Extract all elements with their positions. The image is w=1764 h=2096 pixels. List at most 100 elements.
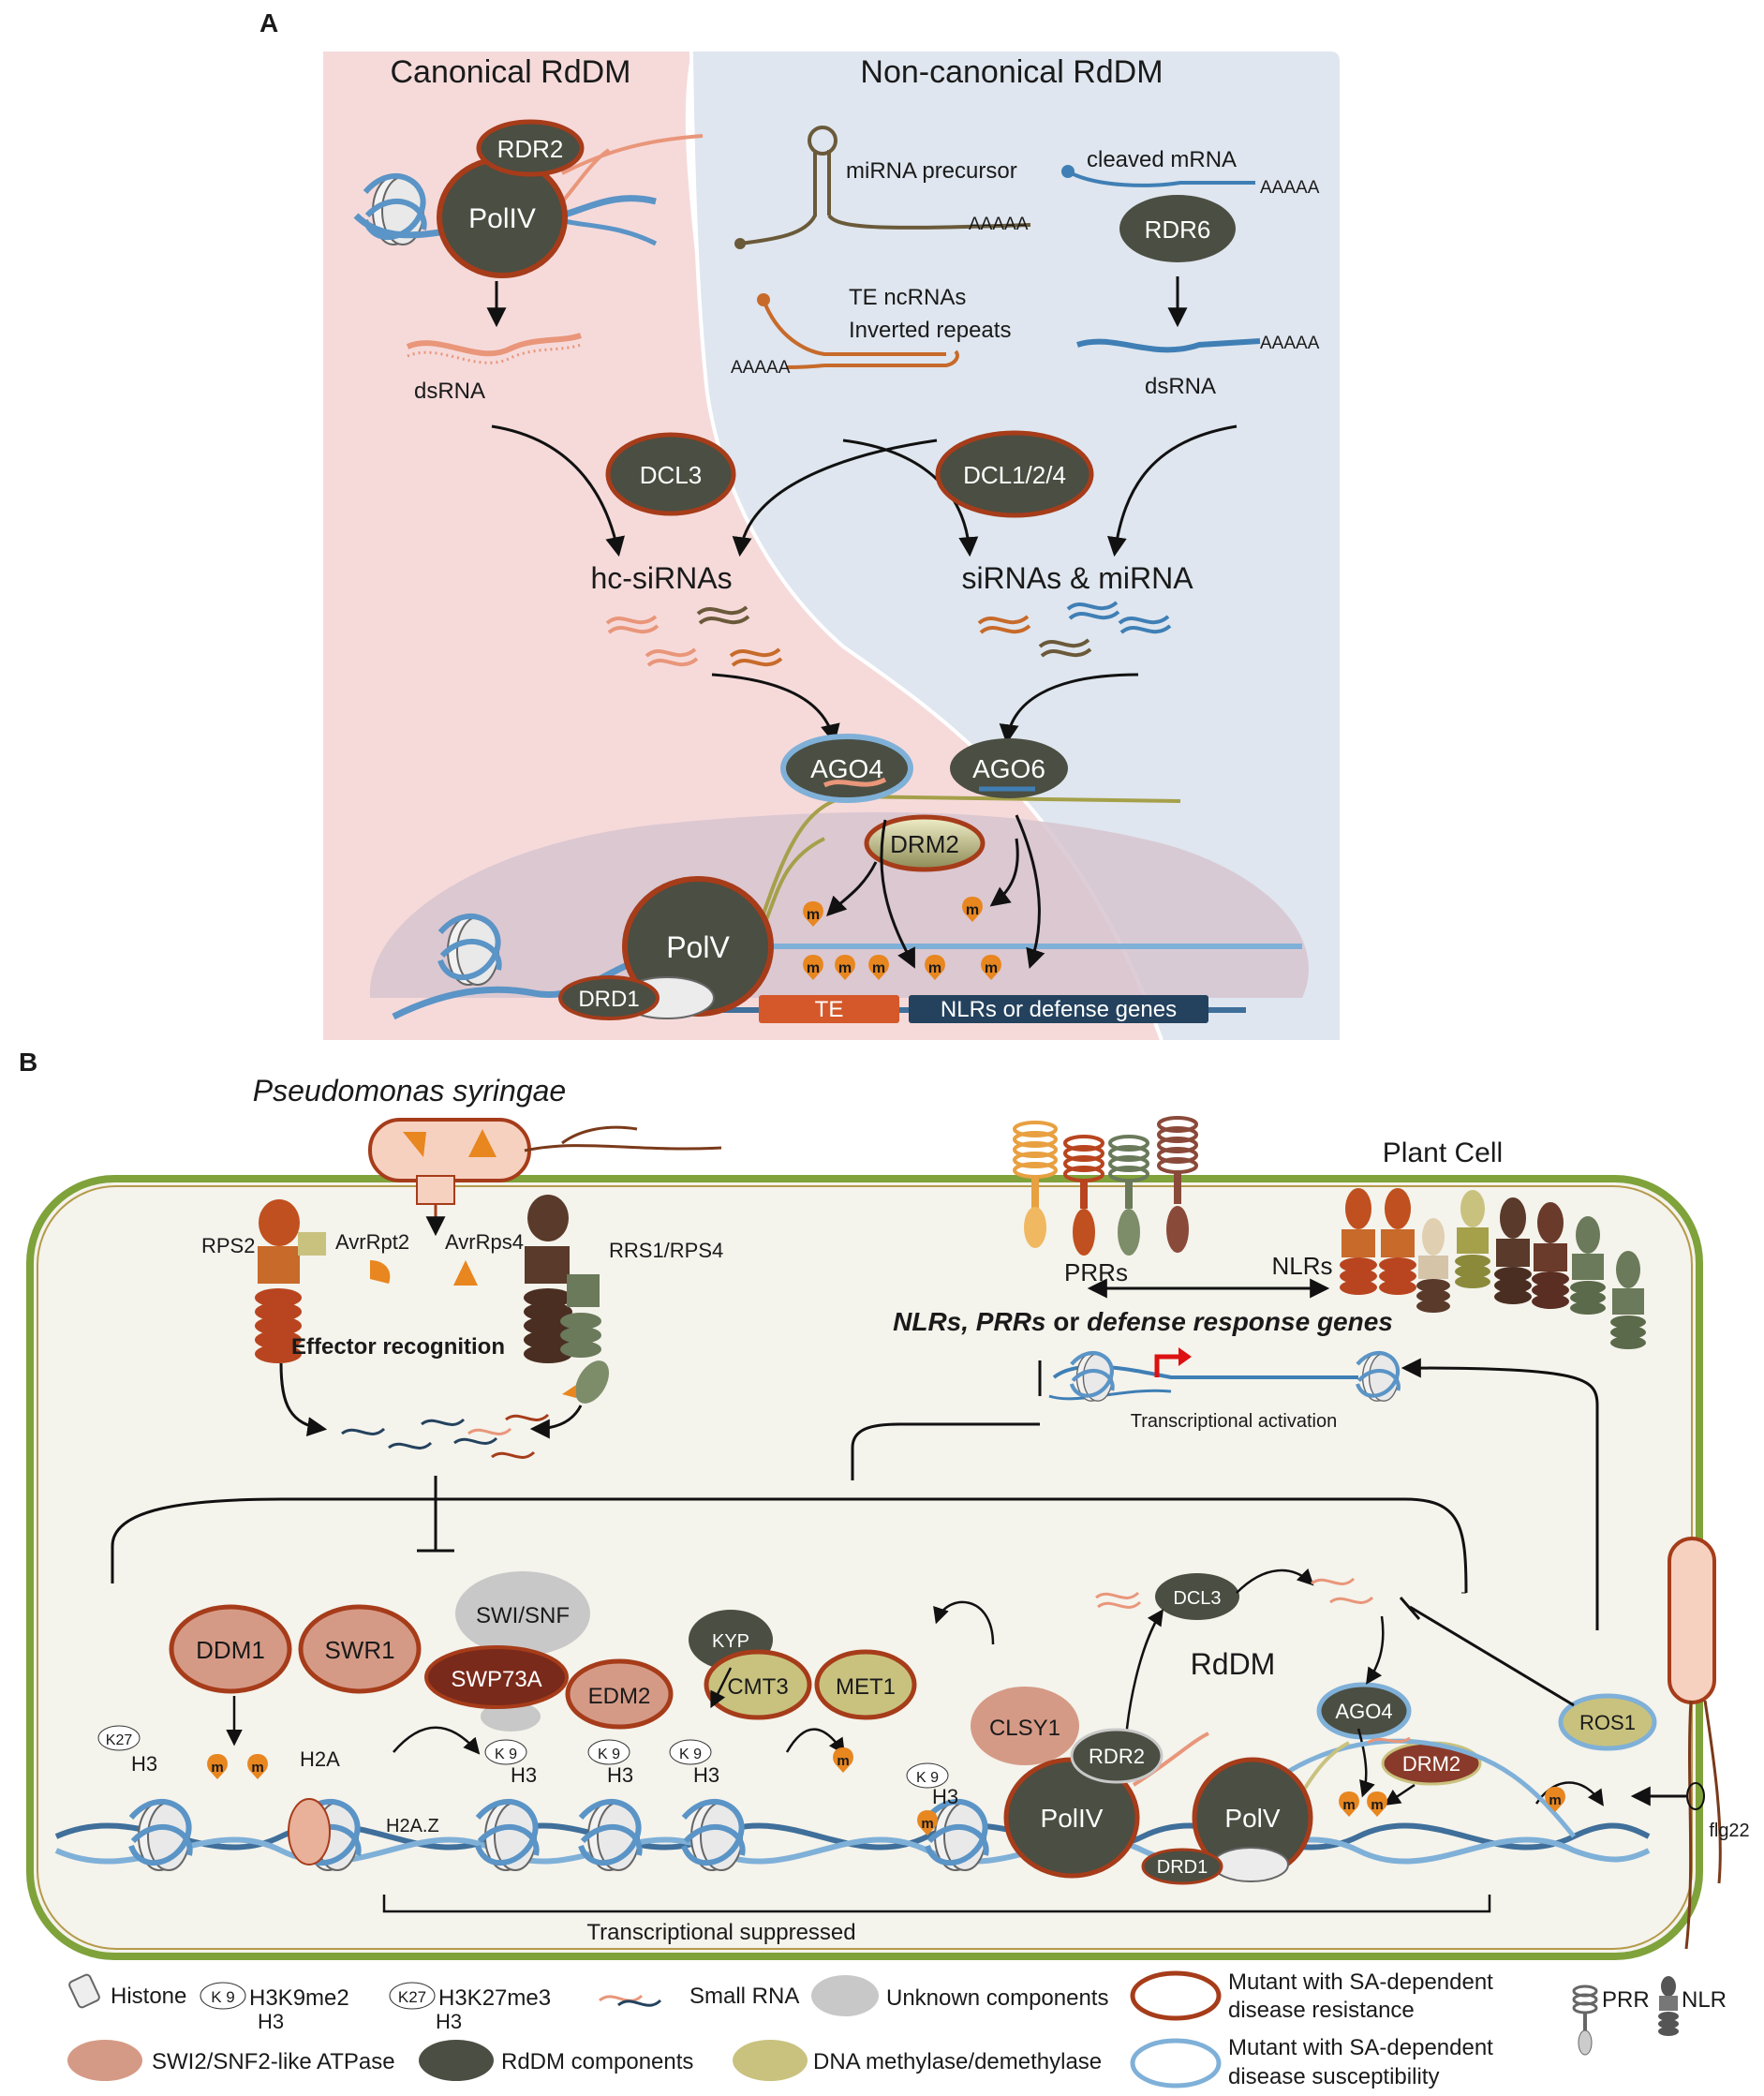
te-ncrnas-label: TE ncRNAs xyxy=(849,285,966,310)
svg-text:K 9: K 9 xyxy=(495,1747,517,1762)
legend-resistance-icon xyxy=(1130,1970,1222,2021)
svg-text:H3: H3 xyxy=(932,1785,958,1808)
legend-histone: Histone xyxy=(111,1984,186,2009)
prr-receptors xyxy=(1013,1116,1198,1256)
hc-sirna-duplexes xyxy=(605,605,783,667)
svg-text:m: m xyxy=(211,1760,223,1776)
legend-k9-icon xyxy=(200,1982,246,2010)
cmt3-label: CMT3 xyxy=(727,1674,788,1700)
dsrna-left-shape xyxy=(406,333,582,357)
nlr-gene-box-label: NLRs or defense genes xyxy=(941,997,1177,1022)
inverted-repeats-label: Inverted repeats xyxy=(849,318,1011,343)
svg-text:m: m xyxy=(837,1753,849,1769)
legend-h3k27me3: H3K27me3 xyxy=(438,1985,551,2011)
svg-text:K 9: K 9 xyxy=(679,1747,702,1762)
mirna-precursor-label: miRNA precursor xyxy=(846,158,1017,184)
dcl3-a xyxy=(605,432,736,516)
rdr2-a xyxy=(476,119,585,177)
canonical-title: Canonical RdDM xyxy=(391,54,631,90)
small-rna-inhibition xyxy=(417,1476,454,1553)
svg-text:H2A.Z: H2A.Z xyxy=(386,1816,439,1836)
pol5-a-label: PolV xyxy=(666,930,730,964)
swi-snf xyxy=(455,1571,590,1656)
transcriptional-activation-label: Transcriptional activation xyxy=(1131,1411,1337,1432)
dcl3-b xyxy=(1155,1573,1239,1620)
effector-recognition-label: Effector recognition xyxy=(291,1334,505,1360)
legend-h3k9me2: H3K9me2 xyxy=(249,1985,349,2011)
svg-text:m: m xyxy=(985,960,998,976)
legend-prr: PRR xyxy=(1602,1987,1650,2013)
svg-text:K 9: K 9 xyxy=(211,1988,235,2006)
te-ncrna-shape xyxy=(757,293,959,369)
legend-methylase-icon xyxy=(733,2040,808,2081)
legend-resistance-1: Mutant with SA-dependent xyxy=(1228,1970,1493,1995)
drd1-a-label: DRD1 xyxy=(578,987,639,1012)
arrow-dsrna-hcsirna xyxy=(491,424,625,557)
pathogen-label: Pseudomonas syringae xyxy=(253,1074,566,1107)
te-box xyxy=(759,995,899,1023)
swr1-label: SWR1 xyxy=(324,1636,394,1664)
swr1 xyxy=(298,1604,422,1694)
svg-text:H3: H3 xyxy=(511,1763,537,1787)
nlr-gene-box xyxy=(909,995,1208,1023)
methyl-marks-a: m m m m m m m xyxy=(803,897,1001,980)
legend-small-rna-icon xyxy=(599,1994,644,2002)
histone-marks-b: H3 K27 H2A H2A.Z K 9 H3 K 9 H3 K 9 H3 K … xyxy=(97,1725,958,1836)
legend: Histone K 9 H3K9me2 H3 K27 H3K27me3 H3 S… xyxy=(67,1970,1727,2089)
flg22-label: flg22 xyxy=(1709,1821,1749,1841)
clsy1 xyxy=(971,1687,1079,1765)
svg-text:H3: H3 xyxy=(607,1763,633,1787)
te-box-label: TE xyxy=(815,997,844,1022)
pseudomonas-bacterium xyxy=(368,1118,722,1237)
avrrps4-label: AvrRps4 xyxy=(445,1230,524,1254)
legend-prr-icon xyxy=(1572,1985,1598,2056)
pol5-b-label: PolV xyxy=(1224,1804,1280,1833)
legend-susceptibility-icon xyxy=(1130,2038,1222,2089)
ago4-b-label: AGO4 xyxy=(1335,1700,1392,1723)
legend-rddm-icon xyxy=(419,2040,494,2081)
arrow-precursor-hcsirna xyxy=(732,439,938,557)
svg-text:m: m xyxy=(872,960,885,976)
dsrna-right-shape xyxy=(1076,338,1261,353)
rdr2-rna-strand xyxy=(561,134,704,175)
legend-susceptibility-2: disease susceptibility xyxy=(1228,2064,1439,2089)
dcl124 xyxy=(935,430,1094,518)
inhibition-line-activation xyxy=(851,1422,1040,1480)
rps2-label: RPS2 xyxy=(201,1234,255,1257)
legend-nlr-icon xyxy=(1658,1976,1679,2036)
svg-text:m: m xyxy=(807,907,820,923)
cleaved-mrna-shape xyxy=(1067,170,1255,187)
svg-text:m: m xyxy=(807,960,820,976)
swp73a xyxy=(424,1645,569,1709)
swi-snf-label: SWI/SNF xyxy=(476,1603,570,1628)
ddm1 xyxy=(169,1604,292,1694)
panel-a-label: A xyxy=(259,8,278,37)
legend-k27-icon xyxy=(389,1982,436,2010)
ago6-a-label: AGO6 xyxy=(972,754,1045,783)
drd1-b-label: DRD1 xyxy=(1157,1857,1208,1878)
arrow-hcsirna-ago4 xyxy=(711,673,840,745)
prrs-label: PRRs xyxy=(1064,1258,1128,1286)
dcl3-b-label: DCL3 xyxy=(1173,1588,1221,1609)
suppressed-label: Transcriptional suppressed xyxy=(586,1920,855,1945)
edm2-label: EDM2 xyxy=(588,1684,651,1709)
drd1-a xyxy=(558,975,660,1020)
ros1-label: ROS1 xyxy=(1579,1711,1636,1734)
inhibition-bracket xyxy=(111,1497,1468,1594)
drm2-b-label: DRM2 xyxy=(1402,1752,1460,1776)
met1 xyxy=(814,1649,917,1720)
panel-b-label: B xyxy=(19,1048,37,1077)
chromatin-b xyxy=(54,1738,1651,1870)
svg-text:H3: H3 xyxy=(258,2010,284,2033)
rdr2-b-label: RDR2 xyxy=(1089,1745,1145,1768)
ros1 xyxy=(1558,1693,1657,1751)
sirna-mirna-duplexes xyxy=(977,601,1172,658)
svg-text:K27: K27 xyxy=(106,1732,133,1748)
ros1-inhibition xyxy=(1399,1597,1575,1707)
mirna-precursor-shape xyxy=(734,126,1031,249)
rddm-label: RdDM xyxy=(1191,1647,1276,1681)
legend-swi2: SWI2/SNF2-like ATPase xyxy=(152,2049,395,2074)
active-gene xyxy=(1038,1347,1399,1401)
legend-histone-icon xyxy=(68,1973,100,2009)
arrow-sirna-ago6 xyxy=(999,673,1139,745)
